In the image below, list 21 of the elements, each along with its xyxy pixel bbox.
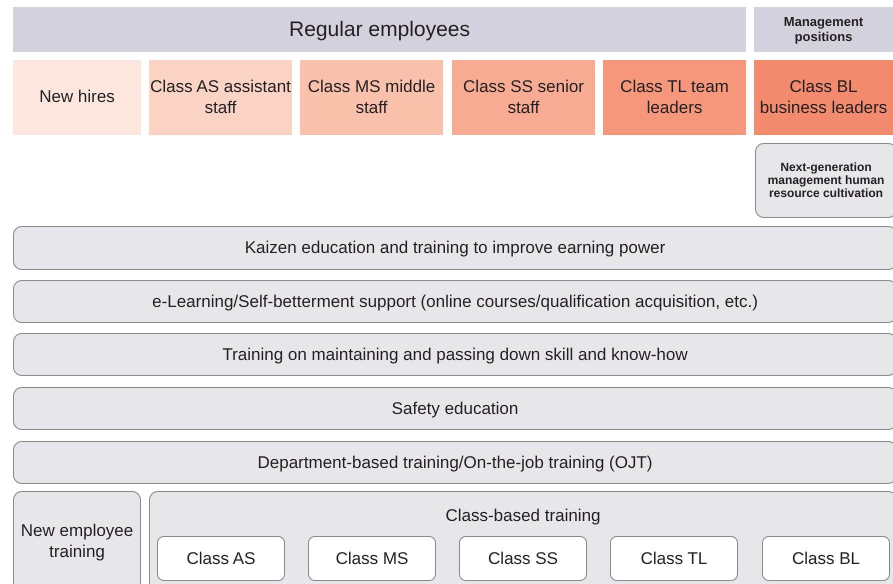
class-box: Class TL team leaders [603, 60, 746, 135]
training-band: Department-based training/On-the-job training (OJT) [13, 441, 893, 484]
class-box: New hires [13, 60, 141, 135]
category-header: Regular employees [13, 7, 746, 52]
program-box: Next-generation management human resource cultivation [755, 143, 893, 218]
class-box: Class TL [610, 536, 738, 581]
class-box: Class SS senior staff [452, 60, 595, 135]
class-box: Class BL [762, 536, 890, 581]
training-band: Safety education [13, 387, 893, 430]
training-band: Training on maintaining and passing down skill and know-how [13, 333, 893, 376]
class-box: Class AS [157, 536, 285, 581]
training-band: New employee training [13, 491, 141, 584]
class-box: Class AS assistant staff [149, 60, 292, 135]
training-band: Kaizen education and training to improve earning power [13, 226, 893, 270]
class-box: Class SS [459, 536, 587, 581]
class-box: Class BL business leaders [754, 60, 893, 135]
category-header: Management positions [754, 7, 893, 52]
class-box: Class MS [308, 536, 436, 581]
training-band: e-Learning/Self-betterment support (online courses/qualification acquisition, etc.) [13, 280, 893, 323]
class-box: Class MS middle staff [300, 60, 443, 135]
group-panel: Class-based training Class AS Class MS Class SS Class TL Class BL [149, 491, 893, 584]
